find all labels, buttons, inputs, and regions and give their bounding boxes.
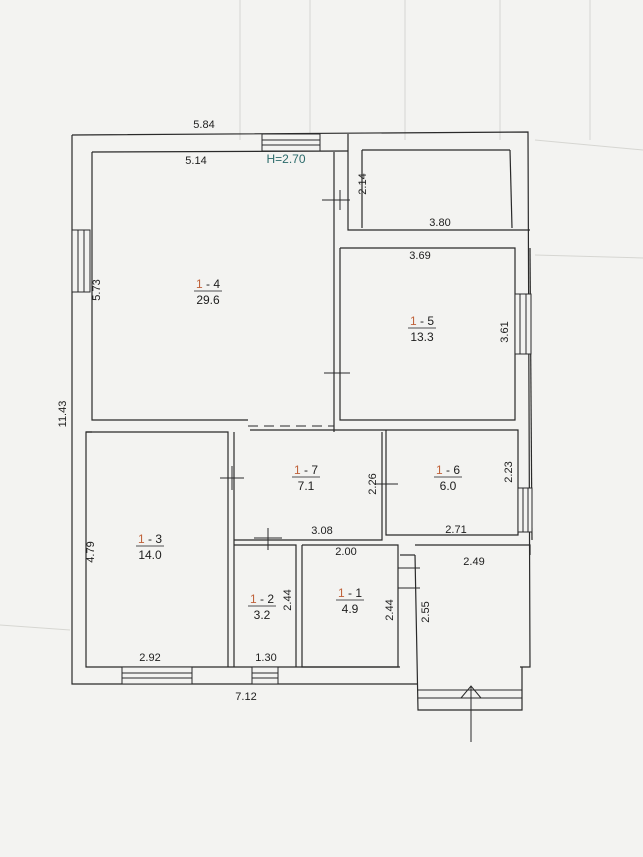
dim-room2-bottom: 1.30	[255, 652, 276, 664]
svg-text:3.2: 3.2	[254, 608, 271, 622]
dim-porch-left: 2.55	[420, 601, 432, 622]
entrance-arrow-icon	[460, 685, 482, 742]
outer-walls	[71, 131, 533, 711]
room-6-label: 1 - 6 6.0	[434, 463, 462, 493]
dimension-labels: 5.84 5.14 2.14 3.80 3.69 5.73 3.61 11.43…	[57, 119, 515, 703]
dim-bottom-total: 7.12	[235, 691, 256, 703]
svg-text:1 - 6: 1 - 6	[436, 463, 460, 477]
room-4-label: 1 - 4 29.6	[194, 277, 222, 307]
windows	[71, 133, 533, 699]
svg-text:14.0: 14.0	[138, 548, 162, 562]
dim-room2-right: 2.44	[282, 589, 294, 610]
dim-room3-bottom: 2.92	[139, 652, 160, 664]
room-7-label: 1 - 7 7.1	[292, 463, 320, 493]
dim-left-upper: 5.73	[91, 279, 103, 300]
room-3-label: 1 - 3 14.0	[136, 532, 164, 562]
dim-outer-top: 5.84	[193, 119, 214, 131]
dim-top-right-room: 3.80	[429, 217, 450, 229]
dim-room3-left: 4.79	[85, 541, 97, 562]
svg-text:1 - 1: 1 - 1	[338, 586, 362, 600]
svg-text:4.9: 4.9	[342, 602, 359, 616]
dim-room6-right: 2.23	[503, 461, 515, 482]
dim-room5-right: 3.61	[499, 321, 511, 342]
ceiling-height: H=2.70	[266, 152, 305, 166]
background-paper-lines	[0, 0, 643, 631]
svg-text:6.0: 6.0	[440, 479, 457, 493]
room-2-label: 1 - 2 3.2	[248, 592, 276, 622]
room-1-label: 1 - 1 4.9	[336, 586, 364, 616]
room-labels: 1 - 4 29.6 1 - 5 13.3 1 - 7 7.1 1 - 6 6.…	[136, 277, 462, 622]
svg-text:1 - 4: 1 - 4	[196, 277, 220, 291]
svg-text:1 - 7: 1 - 7	[294, 463, 318, 477]
svg-text:7.1: 7.1	[298, 479, 315, 493]
room-5-label: 1 - 5 13.3	[408, 314, 436, 344]
dim-inner-top: 5.14	[185, 155, 206, 167]
room-area: 29.6	[196, 293, 220, 307]
dim-corridor-small: 2.14	[357, 173, 369, 194]
svg-text:1 - 2: 1 - 2	[250, 592, 274, 606]
dim-room5-top: 3.69	[409, 250, 430, 262]
svg-text:13.3: 13.3	[410, 330, 434, 344]
dim-left-total: 11.43	[57, 401, 69, 428]
svg-text:1 - 3: 1 - 3	[138, 532, 162, 546]
dim-room1-top: 2.00	[335, 546, 356, 558]
dim-room7-side: 2.26	[367, 473, 379, 494]
svg-text:1 - 5: 1 - 5	[410, 314, 434, 328]
dim-room1-left: 2.44	[384, 599, 396, 620]
door-marks	[220, 190, 420, 589]
room-prefix: 1	[196, 277, 203, 291]
dim-room7-bottom: 3.08	[311, 525, 332, 537]
dim-room6-bottom: 2.71	[445, 524, 466, 536]
dim-porch-top: 2.49	[463, 556, 484, 568]
